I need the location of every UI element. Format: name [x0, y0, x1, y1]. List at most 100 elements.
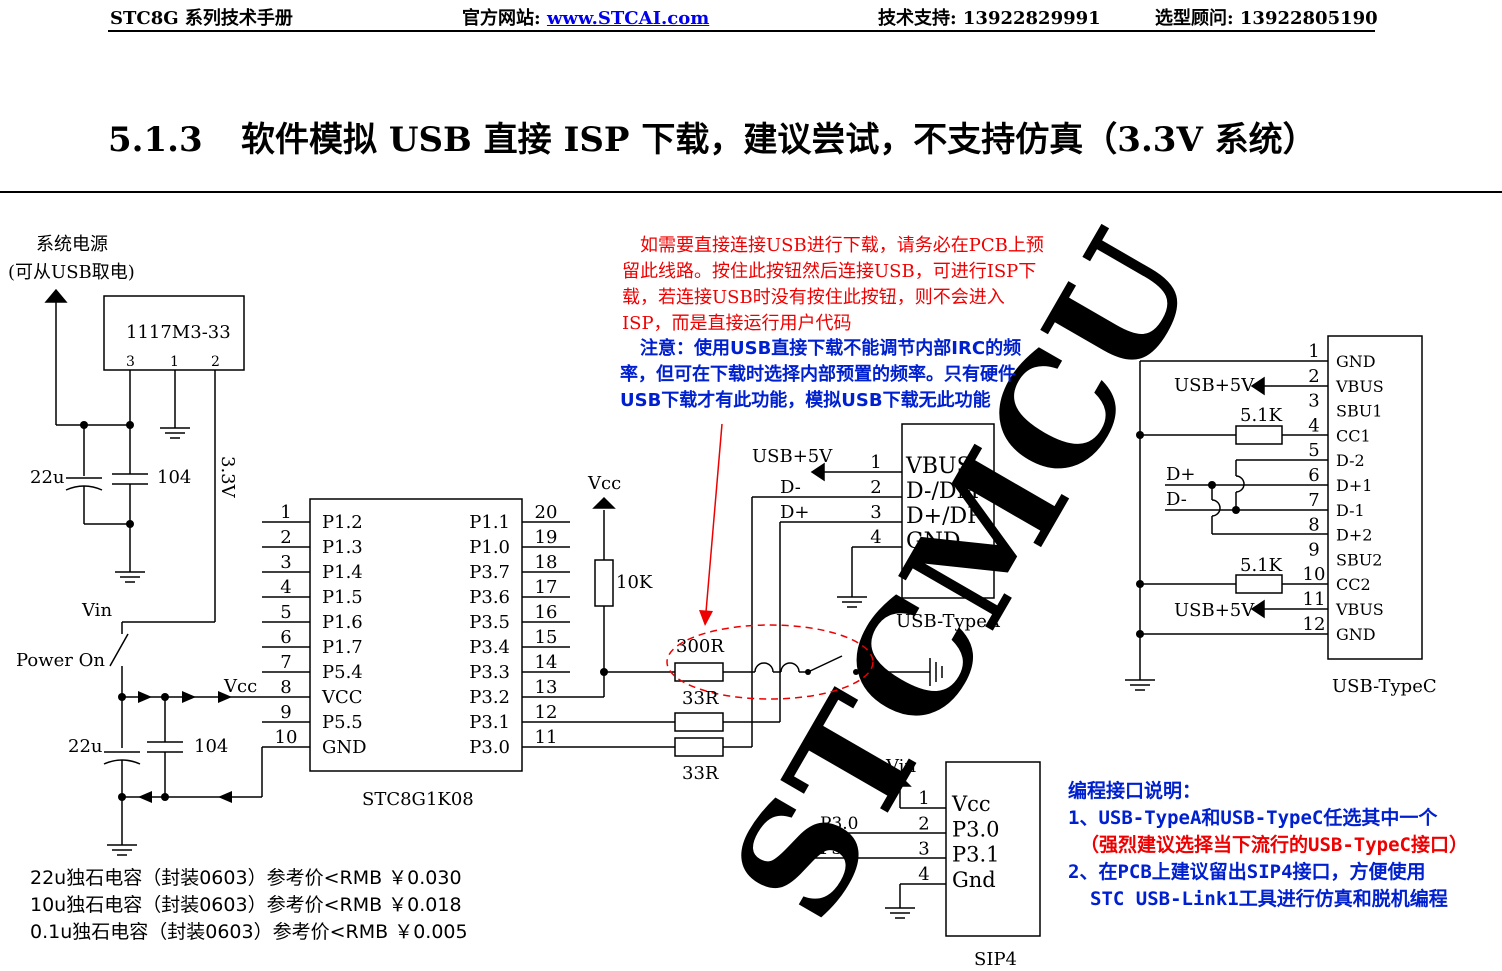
mcu-pin-number: 6 [280, 627, 291, 648]
mcu-pin-name: GND [322, 737, 367, 758]
sip4-net2: P3.1 [820, 839, 858, 859]
mcu-name: STC8G1K08 [362, 789, 474, 810]
usbc-res1: 5.1K [1240, 405, 1283, 426]
sip4-net1: P3.0 [820, 814, 858, 834]
mcu-pin-number: 9 [280, 702, 291, 723]
mcu-pin-name: P5.5 [322, 712, 363, 733]
usbc-dplus: D+ [1166, 464, 1196, 485]
mcu-pin-number: 1 [280, 502, 291, 523]
sip4-pin-name: Vcc [951, 792, 991, 816]
usb-c-pin-name: SBU2 [1336, 550, 1382, 569]
usbc-5v-2: USB+5V [1174, 600, 1255, 621]
usb-c-pin-number: 7 [1308, 490, 1319, 511]
usb-a-pin-name: VBUS [905, 454, 972, 479]
sip4-pin-name: P3.1 [952, 843, 1000, 867]
mcu-left-pin-lines [262, 521, 310, 723]
sip4-pin-name: P3.0 [952, 817, 1000, 841]
usb-c-pin-name: GND [1336, 352, 1376, 371]
power-on-label: Power On [16, 650, 105, 671]
usb-a-pin-number: 4 [870, 527, 881, 548]
usb-c-pin-number: 12 [1303, 614, 1326, 635]
mcu-pin-name: P3.3 [469, 662, 510, 683]
usb-c-pin-number: 5 [1308, 440, 1319, 461]
mcu-pin-number: 4 [280, 577, 291, 598]
section-heading: 软件模拟 USB 直接 ISP 下载，建议尝试，不支持仿真（3.3V 系统） [241, 120, 1317, 160]
red-note-line: 如需要直接连接USB进行下载，请务必在PCB上预 [640, 235, 1044, 256]
prog-line3: 2、在PCB上建议留出SIP4接口，方便使用 [1068, 861, 1426, 883]
usb-a-pin-name: D-/DM [906, 479, 979, 504]
mcu-pin-name: P3.7 [469, 562, 510, 583]
blue-note-line: USB下载才有此功能，模拟USB下载无此功能 [620, 390, 991, 411]
usb-c-pin-name: D+1 [1336, 476, 1372, 495]
mcu-pin-name: P3.6 [469, 587, 510, 608]
power-cap1: 22u [30, 467, 65, 488]
usb-c-pin-name: GND [1336, 625, 1376, 644]
mcu-pin-number: 18 [535, 552, 558, 573]
sip4-pin-name: Gnd [952, 868, 996, 892]
power-label1: 系统电源 [36, 234, 108, 255]
rail-label: 3.3V [217, 456, 238, 499]
website-link[interactable]: www.STCAI.com [546, 8, 710, 29]
mcu-pin-name: P1.0 [469, 537, 510, 558]
vin-label: Vin [81, 600, 112, 621]
regulator-box [103, 295, 245, 371]
sip4-pin-number: 3 [918, 839, 929, 860]
mcu-pin-name: P1.4 [322, 562, 363, 583]
usb-a-pin-name: GND [906, 529, 960, 554]
usb-a-pin-number: 1 [870, 452, 881, 473]
usb-c-pin-number: 3 [1308, 391, 1319, 412]
usb-a-body [901, 423, 995, 599]
usba-dminus: D- [780, 477, 801, 498]
mcu-pin-number: 15 [535, 627, 558, 648]
mcu-pin-number: 20 [535, 502, 558, 523]
usbc-res2: 5.1K [1240, 555, 1283, 576]
mcu-pin-name: P1.5 [322, 587, 363, 608]
mcu-pin-number: 2 [280, 527, 291, 548]
usb-c-pin-name: D+2 [1336, 526, 1372, 545]
mcu-pin-number: 3 [280, 552, 291, 573]
sip4-vin: Vin [885, 756, 916, 777]
reg-pin2: 2 [211, 354, 220, 370]
price-line: 10u独石电容（封装0603）参考价<RMB ￥0.018 [30, 894, 462, 916]
prog-line1: 1、USB-TypeA和USB-TypeC任选其中一个 [1068, 807, 1438, 829]
usb-c-pin-number: 8 [1308, 515, 1319, 536]
usb-c-pin-number: 1 [1308, 341, 1319, 362]
mcu-pin-name: VCC [321, 687, 363, 708]
res-300r: 300R [676, 636, 724, 657]
prog-line2: （强烈建议选择当下流行的USB-TypeC接口） [1080, 834, 1468, 856]
usb-c-pin-number: 9 [1308, 539, 1319, 560]
usb-a-pin-name: D+/DP [906, 504, 982, 529]
mcu-pin-number: 10 [275, 727, 298, 748]
usb-c-pin-name: D-2 [1336, 451, 1365, 470]
mcu-pin-number: 14 [535, 652, 558, 673]
header-support: 技术支持: 13922829991 [878, 8, 1101, 29]
usbc-5v-1: USB+5V [1174, 375, 1255, 396]
usb-c-pin-number: 6 [1308, 465, 1319, 486]
prog-line4: STC USB-Link1工具进行仿真和脱机编程 [1090, 888, 1448, 910]
reg-pin3: 3 [126, 354, 135, 370]
usb-c-pin-name: VBUS [1335, 600, 1384, 619]
mcu-pin-name: P1.7 [322, 637, 363, 658]
mcu-pin-number: 12 [535, 702, 558, 723]
usbc-name: USB-TypeC [1332, 676, 1437, 697]
sip4-pin-number: 2 [918, 813, 929, 834]
usb-c-pin-name: D-1 [1336, 501, 1365, 520]
price-line: 22u独石电容（封装0603）参考价<RMB ￥0.030 [30, 867, 462, 889]
usba-dplus: D+ [780, 502, 810, 523]
isp-note-blue: 注意：使用USB直接下载不能调节内部IRC的频 率，但可在下载时选择内部预置的频… [620, 336, 1021, 414]
usb-c-pin-number: 10 [1303, 564, 1326, 585]
mcu-pin-number: 16 [535, 602, 558, 623]
mcu-pin-name: P5.4 [322, 662, 363, 683]
mcu-pin-number: 13 [535, 677, 558, 698]
usb-c-pin-number: 4 [1308, 415, 1319, 436]
power-cap2: 104 [157, 467, 191, 488]
usba-name: USB-TypeA [896, 611, 1001, 632]
mcu-pin-number: 19 [535, 527, 558, 548]
mcu-pin-number: 7 [280, 652, 291, 673]
price-line: 0.1u独石电容（封装0603）参考价<RMB ￥0.005 [30, 921, 468, 943]
usb-c-pin-name: CC2 [1336, 575, 1371, 594]
power-label2: (可从USB取电) [8, 262, 135, 283]
left-cap1: 22u [68, 736, 103, 757]
